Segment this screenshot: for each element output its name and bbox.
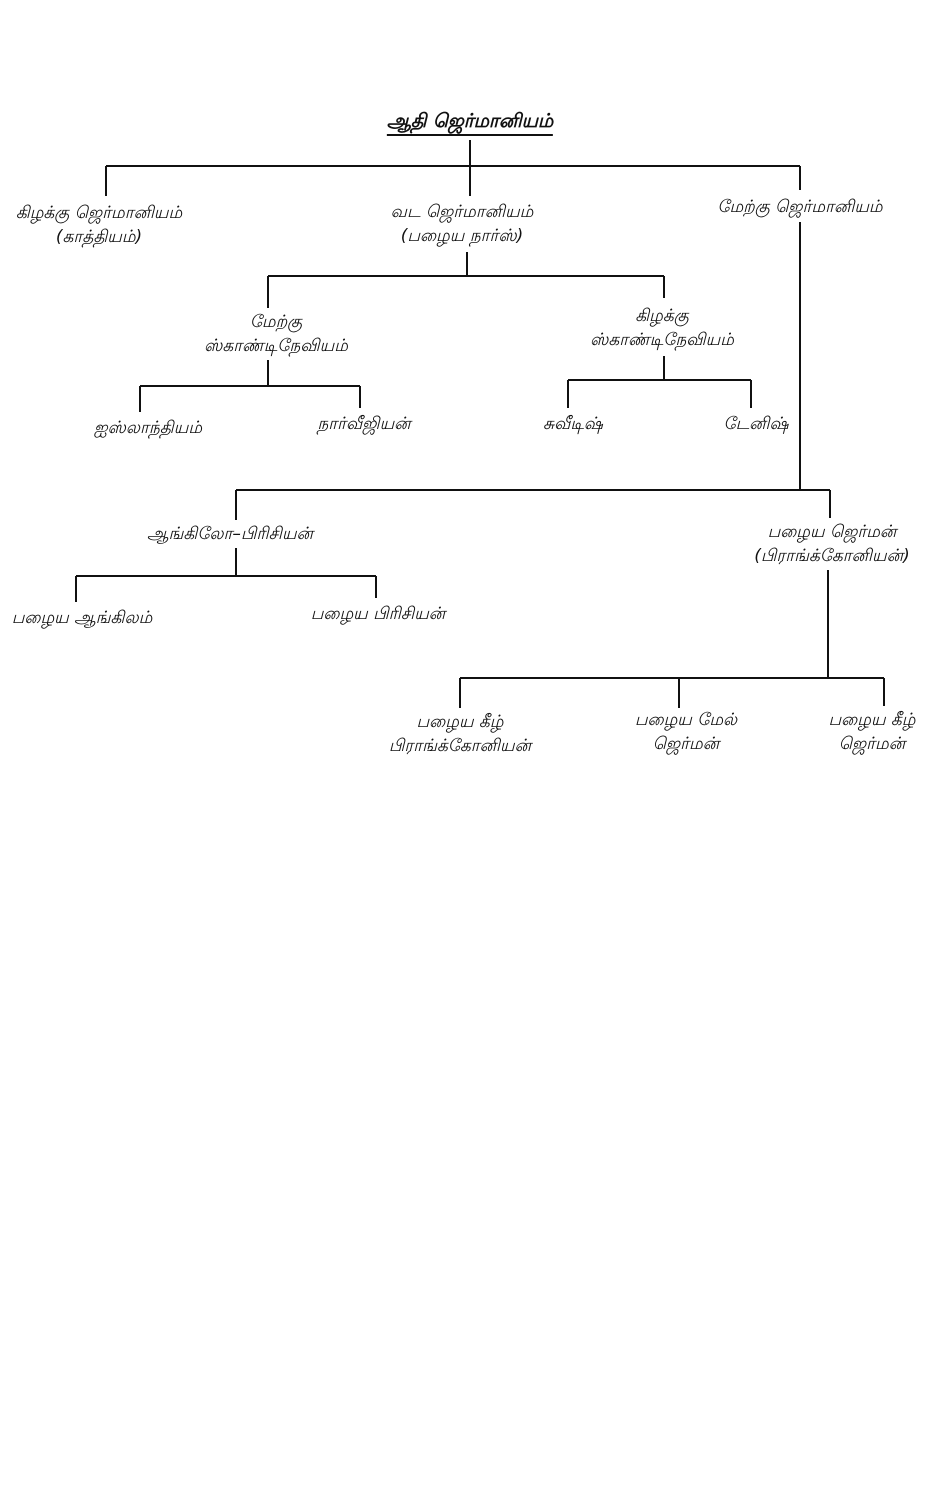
node-sublabel: (பழைய நார்ஸ்) [400,226,524,246]
node-proto-germanic: ஆதி ஜெர்மானியம் [386,109,554,136]
node-label: பழைய ஆங்கிலம் [11,608,153,628]
node-west-scandinavian: மேற்கு ஸ்காண்டிநேவியம் [204,310,348,358]
node-old-low-german: பழைய கீழ் ஜெர்மன் [829,708,916,756]
node-label: மேற்கு ஜெர்மானியம் [717,197,883,217]
node-label: ஆங்கிலோ–பிரிசியன் [147,524,313,544]
node-old-high-german: பழைய மேல் ஜெர்மன் [635,708,737,756]
node-east-scandinavian: கிழக்கு ஸ்காண்டிநேவியம் [590,304,734,352]
node-sublabel: ஸ்காண்டிநேவியம் [204,336,348,356]
node-sublabel: (பிராங்க்கோனியன்) [754,546,910,566]
node-west-germanic: மேற்கு ஜெர்மானியம் [717,195,882,219]
node-old-german: பழைய ஜெர்மன் (பிராங்க்கோனியன்) [754,520,909,568]
node-icelandic: ஐஸ்லாந்தியம் [94,416,202,440]
node-east-germanic: கிழக்கு ஜெர்மானியம் (காத்தியம்) [16,201,182,249]
node-label: கிழக்கு ஜெர்மானியம் [15,203,183,223]
node-label: பழைய கீழ் [828,710,916,730]
node-sublabel: ஸ்காண்டிநேவியம் [590,330,734,350]
node-sublabel: ஜெர்மன் [838,734,906,754]
node-anglo-frisian: ஆங்கிலோ–பிரிசியன் [147,522,313,546]
node-old-frisian: பழைய பிரிசியன் [311,602,446,626]
node-sublabel: பிராங்க்கோனியன் [388,736,532,756]
node-norwegian: நார்வீஜியன் [317,412,410,436]
node-old-english: பழைய ஆங்கிலம் [12,606,153,630]
node-label: ஆதி ஜெர்மானியம் [386,109,554,136]
node-label: பழைய ஜெர்மன் [767,522,897,542]
node-old-low-franconian: பழைய கீழ் பிராங்க்கோனியன் [389,710,531,758]
node-sublabel: (காத்தியம்) [55,227,143,247]
node-label: சுவீடிஷ் [543,414,603,434]
node-label: டேனிஷ் [723,414,789,434]
node-danish: டேனிஷ் [724,412,789,436]
node-label: கிழக்கு [635,306,689,326]
node-label: பழைய மேல் [634,710,738,730]
node-swedish: சுவீடிஷ் [543,412,603,436]
node-sublabel: ஜெர்மன் [652,734,720,754]
node-label: நார்வீஜியன் [317,414,411,434]
node-north-germanic: வட ஜெர்மானியம் (பழைய நார்ஸ்) [391,200,534,248]
node-label: பழைய கீழ் [416,712,504,732]
node-label: ஐஸ்லாந்தியம் [94,418,202,438]
node-label: வட ஜெர்மானியம் [390,202,534,222]
node-label: பழைய பிரிசியன் [310,604,446,624]
node-label: மேற்கு [249,312,303,332]
